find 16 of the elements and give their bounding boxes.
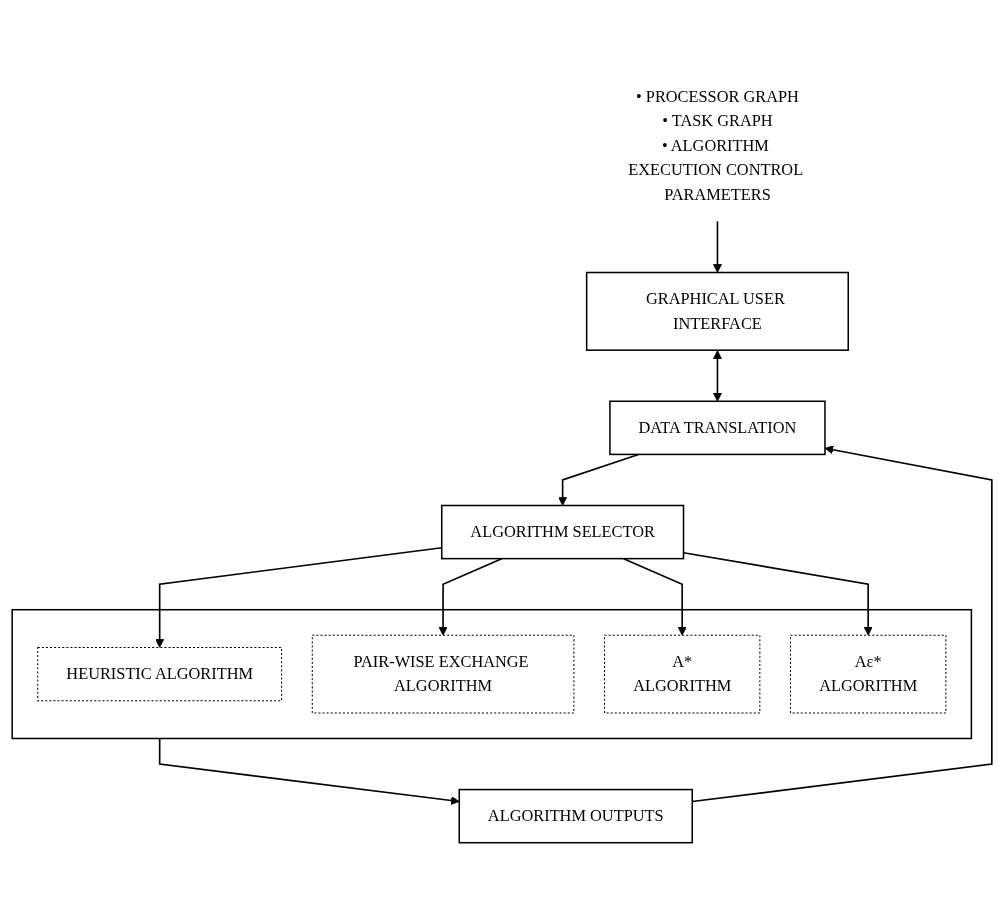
arrow: [712, 350, 722, 402]
node-box: DATA TRANSLATION: [609, 400, 826, 456]
arrow: [712, 220, 722, 273]
node-box: GRAPHICAL USER INTERFACE: [585, 271, 849, 351]
node-box: ALGORITHM SELECTOR: [441, 504, 685, 560]
cluster: [11, 609, 973, 740]
node-text: • PROCESSOR GRAPH • TASK GRAPH • ALGORITHM EXECUTION CONTROL PARAMETERS: [628, 87, 803, 204]
node-box: A* ALGORITHM: [604, 634, 761, 714]
node-box: PAIR-WISE EXCHANGE ALGORITHM: [311, 634, 575, 714]
arrow: [558, 453, 640, 506]
node-box: Aε* ALGORITHM: [790, 634, 947, 714]
arrow: [158, 737, 460, 806]
arrow: [438, 557, 503, 636]
node-box: ALGORITHM OUTPUTS: [458, 788, 693, 844]
arrow: [622, 557, 687, 636]
node-box: HEURISTIC ALGORITHM: [37, 647, 283, 702]
